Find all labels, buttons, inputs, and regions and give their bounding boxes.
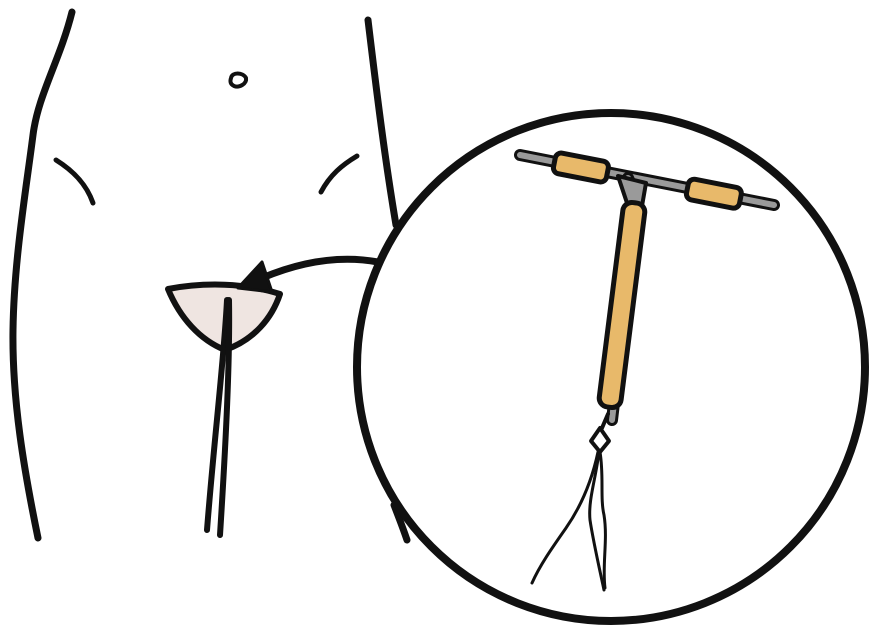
- left-hip-crease: [56, 160, 93, 203]
- right-body-contour: [368, 20, 396, 225]
- navel: [230, 74, 246, 87]
- right-hip-crease: [321, 156, 357, 192]
- arrow-head-icon: [238, 262, 272, 292]
- arrow-shaft: [262, 259, 378, 278]
- pubic-region: [168, 285, 280, 535]
- body-figure: [13, 12, 407, 540]
- pointer-arrow: [238, 259, 378, 292]
- left-body-contour: [13, 12, 72, 538]
